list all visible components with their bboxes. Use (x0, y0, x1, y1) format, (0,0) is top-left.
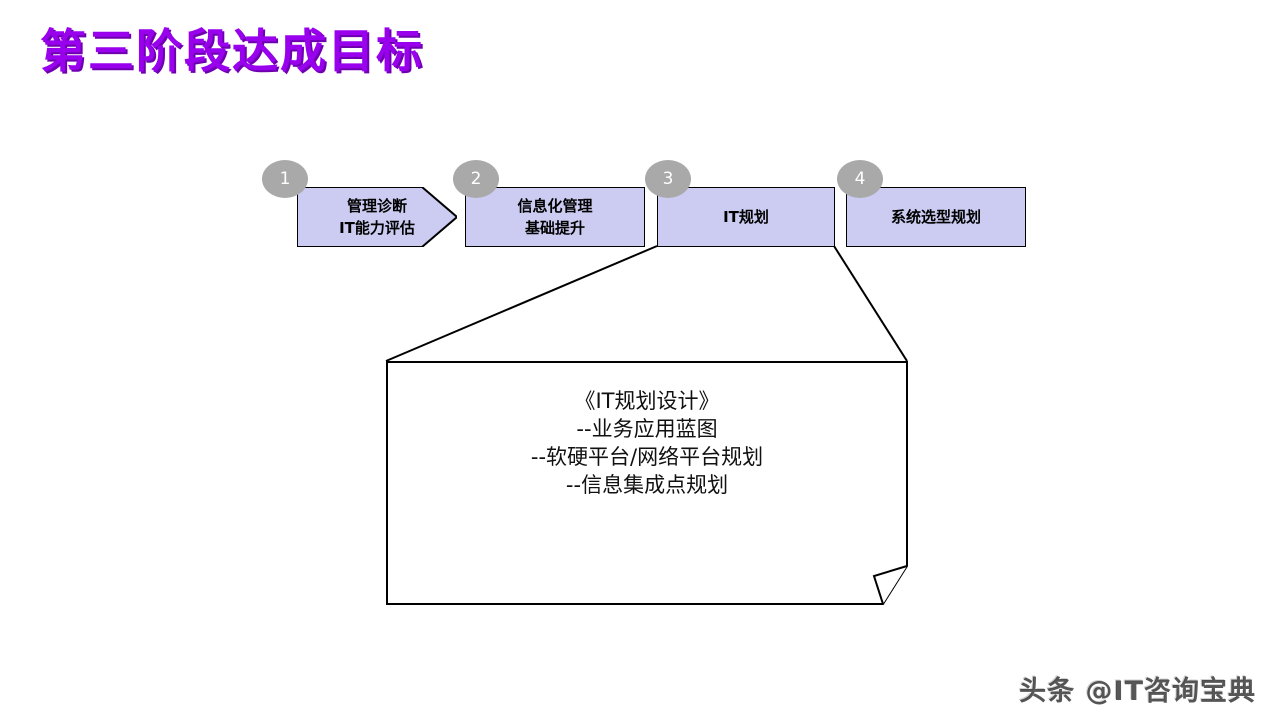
stage-badge-3: 3 (645, 160, 691, 198)
detail-line-3: --软硬平台/网络平台规划 (530, 445, 764, 469)
stage-badge-3-number: 3 (662, 169, 674, 189)
stage-badge-2-number: 2 (470, 169, 482, 189)
stage-box-2[interactable]: 信息化管理 基础提升 (465, 187, 645, 247)
stage-badge-2: 2 (453, 160, 499, 198)
detail-line-2: --业务应用蓝图 (576, 417, 718, 441)
stage-box-4[interactable]: 系统选型规划 (846, 187, 1026, 247)
detail-document-text: 《IT规划设计》 --业务应用蓝图 --软硬平台/网络平台规划 --信息集成点规… (386, 387, 908, 499)
detail-document-shape[interactable] (386, 361, 908, 605)
page-title: 第三阶段达成目标 (40, 24, 424, 78)
detail-line-4: --信息集成点规划 (565, 473, 729, 497)
stage-badge-4-number: 4 (854, 169, 866, 189)
stage-2-line-1: 信息化管理 (517, 197, 593, 215)
chevron-shape-icon (297, 187, 457, 247)
stage-badge-4: 4 (837, 160, 883, 198)
stage-4-line-1: 系统选型规划 (890, 208, 981, 226)
connector-left (385, 245, 658, 362)
stage-3-line-1: IT规划 (723, 208, 769, 226)
detail-line-1: 《IT规划设计》 (574, 389, 720, 413)
stage-2-line-2: 基础提升 (524, 219, 585, 237)
stage-box-3[interactable]: IT规划 (657, 187, 835, 247)
stage-badge-1-number: 1 (279, 169, 291, 189)
connector-right (833, 245, 908, 362)
stage-1-line-1: 管理诊断 (346, 197, 407, 215)
stage-badge-1: 1 (262, 160, 308, 198)
stage-1-line-2: IT能力评估 (339, 219, 415, 237)
stage-box-1[interactable]: 管理诊断 IT能力评估 (297, 187, 457, 247)
watermark-label: 头条 @IT咨询宝典 (1019, 676, 1256, 707)
